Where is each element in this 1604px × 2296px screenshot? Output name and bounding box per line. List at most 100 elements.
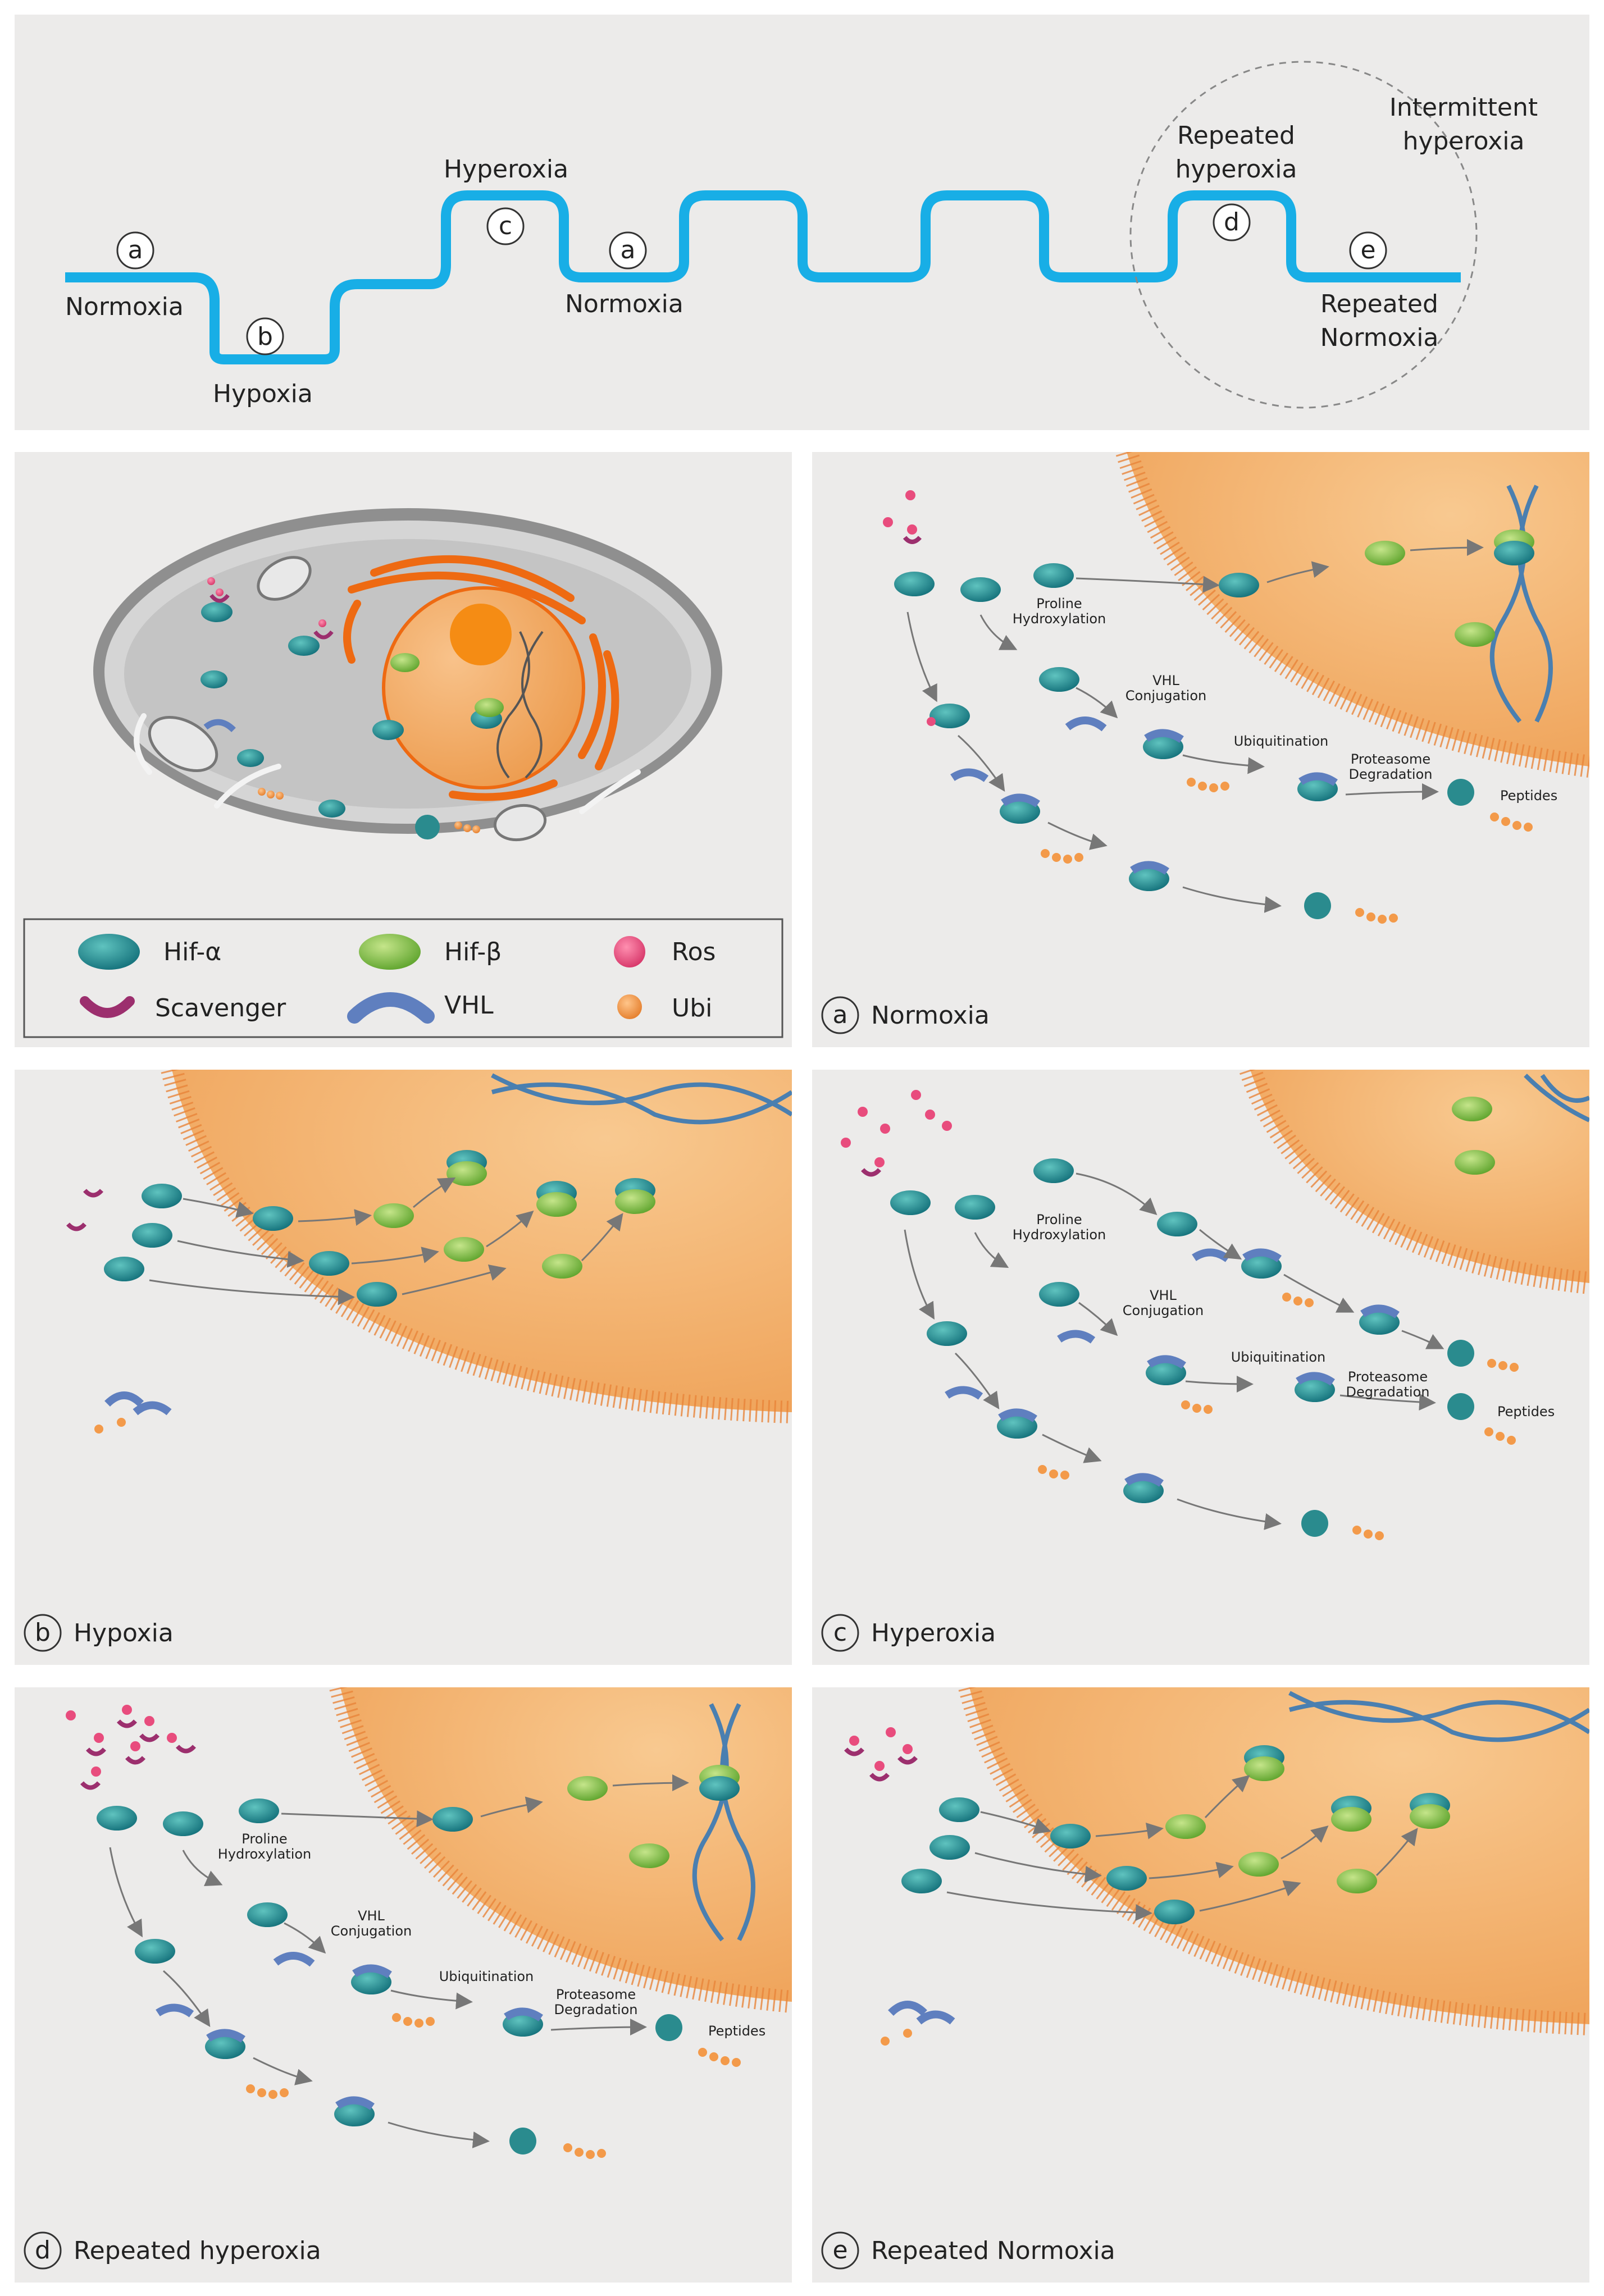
svg-text:a: a (833, 1001, 848, 1029)
svg-text:Proline: Proline (241, 1831, 287, 1847)
ubi-icon (617, 994, 642, 1019)
svg-text:VHL: VHL (358, 1908, 385, 1924)
panel-a-label: a Normoxia (821, 996, 990, 1034)
nucleus-region (340, 1687, 792, 2002)
dna-helix (496, 631, 544, 779)
hif-a-icon (78, 934, 140, 970)
marker-b: b (246, 317, 284, 355)
svg-text:VHL: VHL (1150, 1288, 1177, 1303)
legend-scavenger: Scavenger (80, 994, 286, 1023)
panel-c-molecules (841, 1090, 1474, 1537)
svg-text:Conjugation: Conjugation (1125, 688, 1206, 704)
svg-text:d: d (35, 2236, 51, 2265)
panel-d-ubi-chains (246, 2013, 741, 2159)
label-repeated-hyperoxia-2: hyperoxia (1175, 155, 1297, 184)
nucleus-region (172, 1070, 792, 1412)
panel-b-diagram: b Hypoxia (24, 1070, 792, 1652)
svg-text:Proteasome: Proteasome (1351, 751, 1430, 767)
svg-text:Peptides: Peptides (1497, 1404, 1555, 1419)
legend-ubi: Ubi (617, 994, 712, 1023)
panel-e-diagram: e Repeated Normoxia (821, 1687, 1589, 2270)
legend-ros: Ros (614, 936, 716, 967)
panel-d-repeated-hyperoxia: Proline Hydroxylation VHL Conjugation Ub… (15, 1687, 792, 2283)
timeline-panel: a b c a d e Normoxia Hypoxia Hyperoxia N… (15, 15, 1589, 430)
panel-a-molecules (883, 490, 1534, 919)
svg-text:VHL: VHL (444, 991, 494, 1020)
panel-e-label: e Repeated Normoxia (821, 2231, 1115, 2270)
svg-text:b: b (35, 1618, 51, 1647)
nuclear-membrane (161, 1070, 792, 1423)
vhl-icon (347, 992, 435, 1024)
marker-a-1: a (116, 231, 154, 270)
label-normoxia-2: Normoxia (565, 290, 683, 318)
panel-d-diagram: Proline Hydroxylation VHL Conjugation Ub… (24, 1687, 792, 2270)
svg-text:a: a (621, 236, 636, 264)
legend-box (23, 918, 783, 1038)
svg-text:Degradation: Degradation (1349, 766, 1433, 782)
nucleolus (450, 604, 512, 665)
endoplasmic-reticulum (343, 555, 619, 801)
svg-text:Hyperoxia: Hyperoxia (871, 1619, 996, 1647)
panel-b-label: b Hypoxia (24, 1614, 174, 1652)
panel-c-diagram: Proline Hydroxylation VHL Conjugation Ub… (821, 1070, 1589, 1652)
label-repeated-normoxia-2: Normoxia (1320, 323, 1439, 352)
svg-text:Repeated Normoxia: Repeated Normoxia (871, 2236, 1115, 2265)
marker-a-2: a (609, 231, 647, 270)
svg-text:c: c (499, 212, 512, 240)
svg-text:e: e (832, 2236, 847, 2265)
panel-a-diagram: Proline Hydroxylation VHL Conjugation Ub… (821, 452, 1589, 1034)
svg-text:Hydroxylation: Hydroxylation (218, 1846, 312, 1862)
svg-text:Degradation: Degradation (554, 2002, 638, 2017)
svg-text:Ubi: Ubi (672, 994, 712, 1023)
legend-hif-b: Hif-β (359, 934, 502, 970)
legend-vhl: VHL (347, 991, 494, 1024)
panel-c-arrows (904, 1172, 1444, 1530)
panel-d-label: d Repeated hyperoxia (24, 2231, 321, 2270)
panel-a-arrows (906, 539, 1484, 913)
nucleus-region (1127, 452, 1589, 766)
nucleus-region (1250, 1070, 1589, 1283)
svg-text:Scavenger: Scavenger (155, 994, 286, 1023)
svg-text:Conjugation: Conjugation (1123, 1303, 1204, 1318)
panel-a-normoxia: Proline Hydroxylation VHL Conjugation Ub… (812, 452, 1589, 1047)
svg-text:Ubiquitination: Ubiquitination (1234, 733, 1329, 749)
oxygen-timeline: a b c a d e Normoxia Hypoxia Hyperoxia N… (65, 61, 1538, 409)
panel-a-ubi-chains (1041, 778, 1533, 924)
label-intermittent-2: hyperoxia (1403, 127, 1525, 156)
marker-d: d (1213, 203, 1251, 241)
svg-text:e: e (1360, 236, 1375, 264)
panel-e-arrows (946, 1775, 1418, 1921)
svg-text:Ubiquitination: Ubiquitination (439, 1969, 534, 1984)
svg-text:Proline: Proline (1036, 596, 1082, 611)
panel-e-repeated-normoxia: e Repeated Normoxia (812, 1687, 1589, 2283)
ros-icon (614, 936, 645, 967)
svg-text:Hif-β: Hif-β (444, 938, 502, 966)
svg-text:a: a (128, 236, 143, 264)
label-hypoxia: Hypoxia (213, 380, 313, 408)
cell-illustration: Hif-α Hif-β Ros Scavenger VHL Ubi (23, 508, 783, 1038)
oxygen-level-line (65, 190, 1461, 364)
panel-e-molecules (844, 1727, 1450, 2046)
label-hyperoxia: Hyperoxia (444, 155, 568, 184)
svg-text:Hydroxylation: Hydroxylation (1013, 1227, 1106, 1243)
panel-c-hyperoxia: Proline Hydroxylation VHL Conjugation Ub… (812, 1070, 1589, 1665)
label-intermittent-1: Intermittent (1389, 93, 1538, 122)
panel-d-arrows (109, 1774, 689, 2148)
svg-text:Ros: Ros (672, 938, 716, 966)
panel-c-label: c Hyperoxia (821, 1614, 996, 1652)
legend-hif-a: Hif-α (78, 934, 221, 970)
marker-c: c (486, 207, 525, 245)
label-normoxia-1: Normoxia (65, 293, 184, 321)
svg-text:d: d (1224, 208, 1240, 236)
svg-text:Ubiquitination: Ubiquitination (1231, 1349, 1326, 1365)
svg-text:Hypoxia: Hypoxia (74, 1619, 174, 1647)
panel-d-molecules (66, 1705, 740, 2155)
nuclear-membrane (329, 1687, 792, 2013)
svg-text:Peptides: Peptides (1500, 788, 1557, 804)
nuclear-membrane (958, 1687, 1589, 2035)
hif-b-icon (359, 934, 421, 970)
nucleus (382, 586, 585, 789)
svg-text:b: b (257, 322, 273, 351)
marker-e: e (1349, 231, 1387, 270)
nuclear-membrane (1115, 452, 1589, 778)
